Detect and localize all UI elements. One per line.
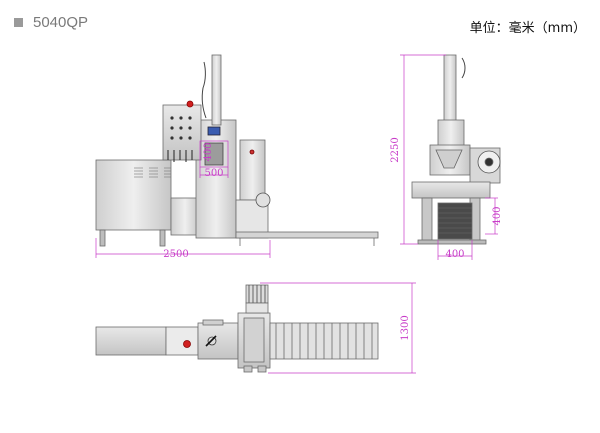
- front-main-housing: [95, 159, 172, 231]
- unit-label: 单位：毫米（mm）: [469, 21, 586, 36]
- model-label: 5040QP: [14, 14, 88, 31]
- side-view: [411, 54, 501, 245]
- top-press-head: [197, 322, 239, 360]
- dim-window-width: 500: [204, 168, 223, 179]
- top-view: [95, 284, 379, 373]
- control-cabinet: [162, 104, 202, 161]
- side-mast: [443, 54, 457, 126]
- front-view: [95, 54, 379, 247]
- dim-front-width: 2500: [163, 249, 188, 260]
- dim-side-height: 2250: [390, 137, 401, 162]
- front-mast: [211, 54, 222, 126]
- top-main-housing: [95, 326, 167, 356]
- dim-side-base-width: 400: [445, 249, 464, 260]
- dim-window-height: 400: [203, 142, 214, 161]
- front-dimensions: [95, 140, 271, 258]
- front-vent-grilles: [134, 167, 171, 178]
- bullet-square-icon: [14, 18, 23, 27]
- dim-side-base-height: 400: [492, 206, 503, 225]
- dim-top-depth: 1300: [400, 315, 411, 340]
- side-base-frame: [411, 181, 491, 199]
- front-press-column: [195, 119, 237, 239]
- side-dimensions: [400, 54, 498, 260]
- top-dimensions: [260, 282, 416, 374]
- model-name: 5040QP: [33, 14, 89, 31]
